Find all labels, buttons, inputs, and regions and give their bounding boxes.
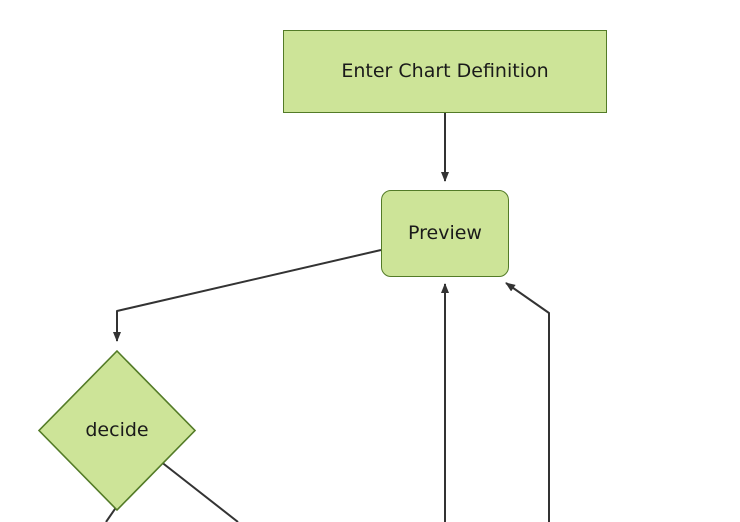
node-enter-chart-definition[interactable]: Enter Chart Definition [283,30,607,113]
edge-bottom-right-to-preview [505,282,550,522]
node-decide[interactable]: decide [37,349,197,512]
decide-diamond-shape [37,349,197,512]
edge-decide-to-offscreen-right [159,460,239,522]
node-label-enter-chart-definition: Enter Chart Definition [341,60,549,82]
node-preview[interactable]: Preview [381,190,509,277]
edge-preview-to-decide [113,249,382,342]
node-label-preview: Preview [408,222,482,244]
